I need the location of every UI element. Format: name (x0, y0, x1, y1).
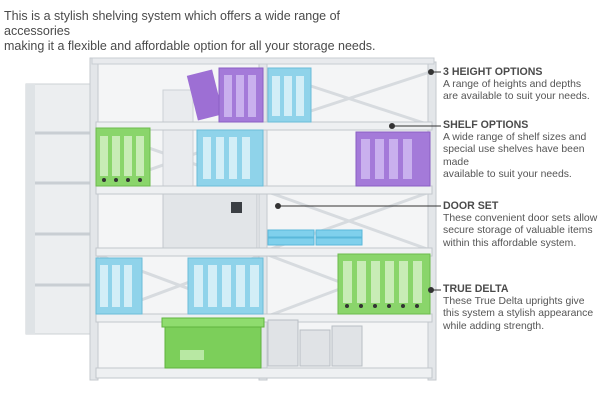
blue-trays (267, 229, 363, 246)
blue-binders-top (267, 67, 312, 123)
callout-line: this system a stylish appearance (443, 308, 594, 319)
callout-title: SHELF OPTIONS (443, 119, 529, 131)
intro-line-1: This is a stylish shelving system which … (4, 9, 341, 38)
callout-line: A range of heights and depths (443, 78, 582, 90)
callout-line: within this affordable system. (443, 237, 577, 249)
callout-leaders (278, 71, 441, 291)
purple-binders-right (355, 131, 431, 187)
callout-true-delta: TRUE DELTA These True Delta uprights giv… (443, 283, 603, 333)
grey-storage-boxes (267, 319, 363, 367)
callout-title: DOOR SET (443, 200, 499, 212)
callout-title: 3 HEIGHT OPTIONS (443, 66, 543, 78)
rear-shelving-unit (25, 83, 93, 335)
blue-binders-lower-left (95, 257, 143, 315)
intro-text: This is a stylish shelving system which … (4, 9, 404, 54)
callout-title: TRUE DELTA (443, 283, 509, 295)
purple-binders-top (186, 67, 264, 123)
callout-line: These convenient door sets allow (443, 212, 598, 224)
callout-line: are available to suit your needs. (443, 91, 590, 102)
callout-line: available to suit your needs. (443, 169, 572, 180)
callout-line: secure storage of valuable items (443, 225, 593, 236)
green-binders-right (337, 253, 431, 315)
green-binders-left (95, 127, 151, 187)
callout-door-set: DOOR SET These convenient door sets allo… (443, 200, 603, 250)
blue-binders-middle (196, 129, 264, 187)
intro-line-2: making it a flexible and affordable opti… (4, 39, 376, 53)
callout-line: special use shelves have been made (443, 144, 585, 168)
lock-icon (231, 202, 242, 213)
callout-shelf-options: SHELF OPTIONS A wide range of shelf size… (443, 119, 603, 182)
callout-height-options: 3 HEIGHT OPTIONS A range of heights and … (443, 66, 603, 104)
callout-line: These True Delta uprights give (443, 295, 585, 307)
callout-line: A wide range of shelf sizes and (443, 131, 587, 143)
blue-binders-lower-middle (187, 257, 264, 315)
green-storage-box (161, 317, 265, 369)
callout-line: while adding strength. (443, 320, 545, 332)
